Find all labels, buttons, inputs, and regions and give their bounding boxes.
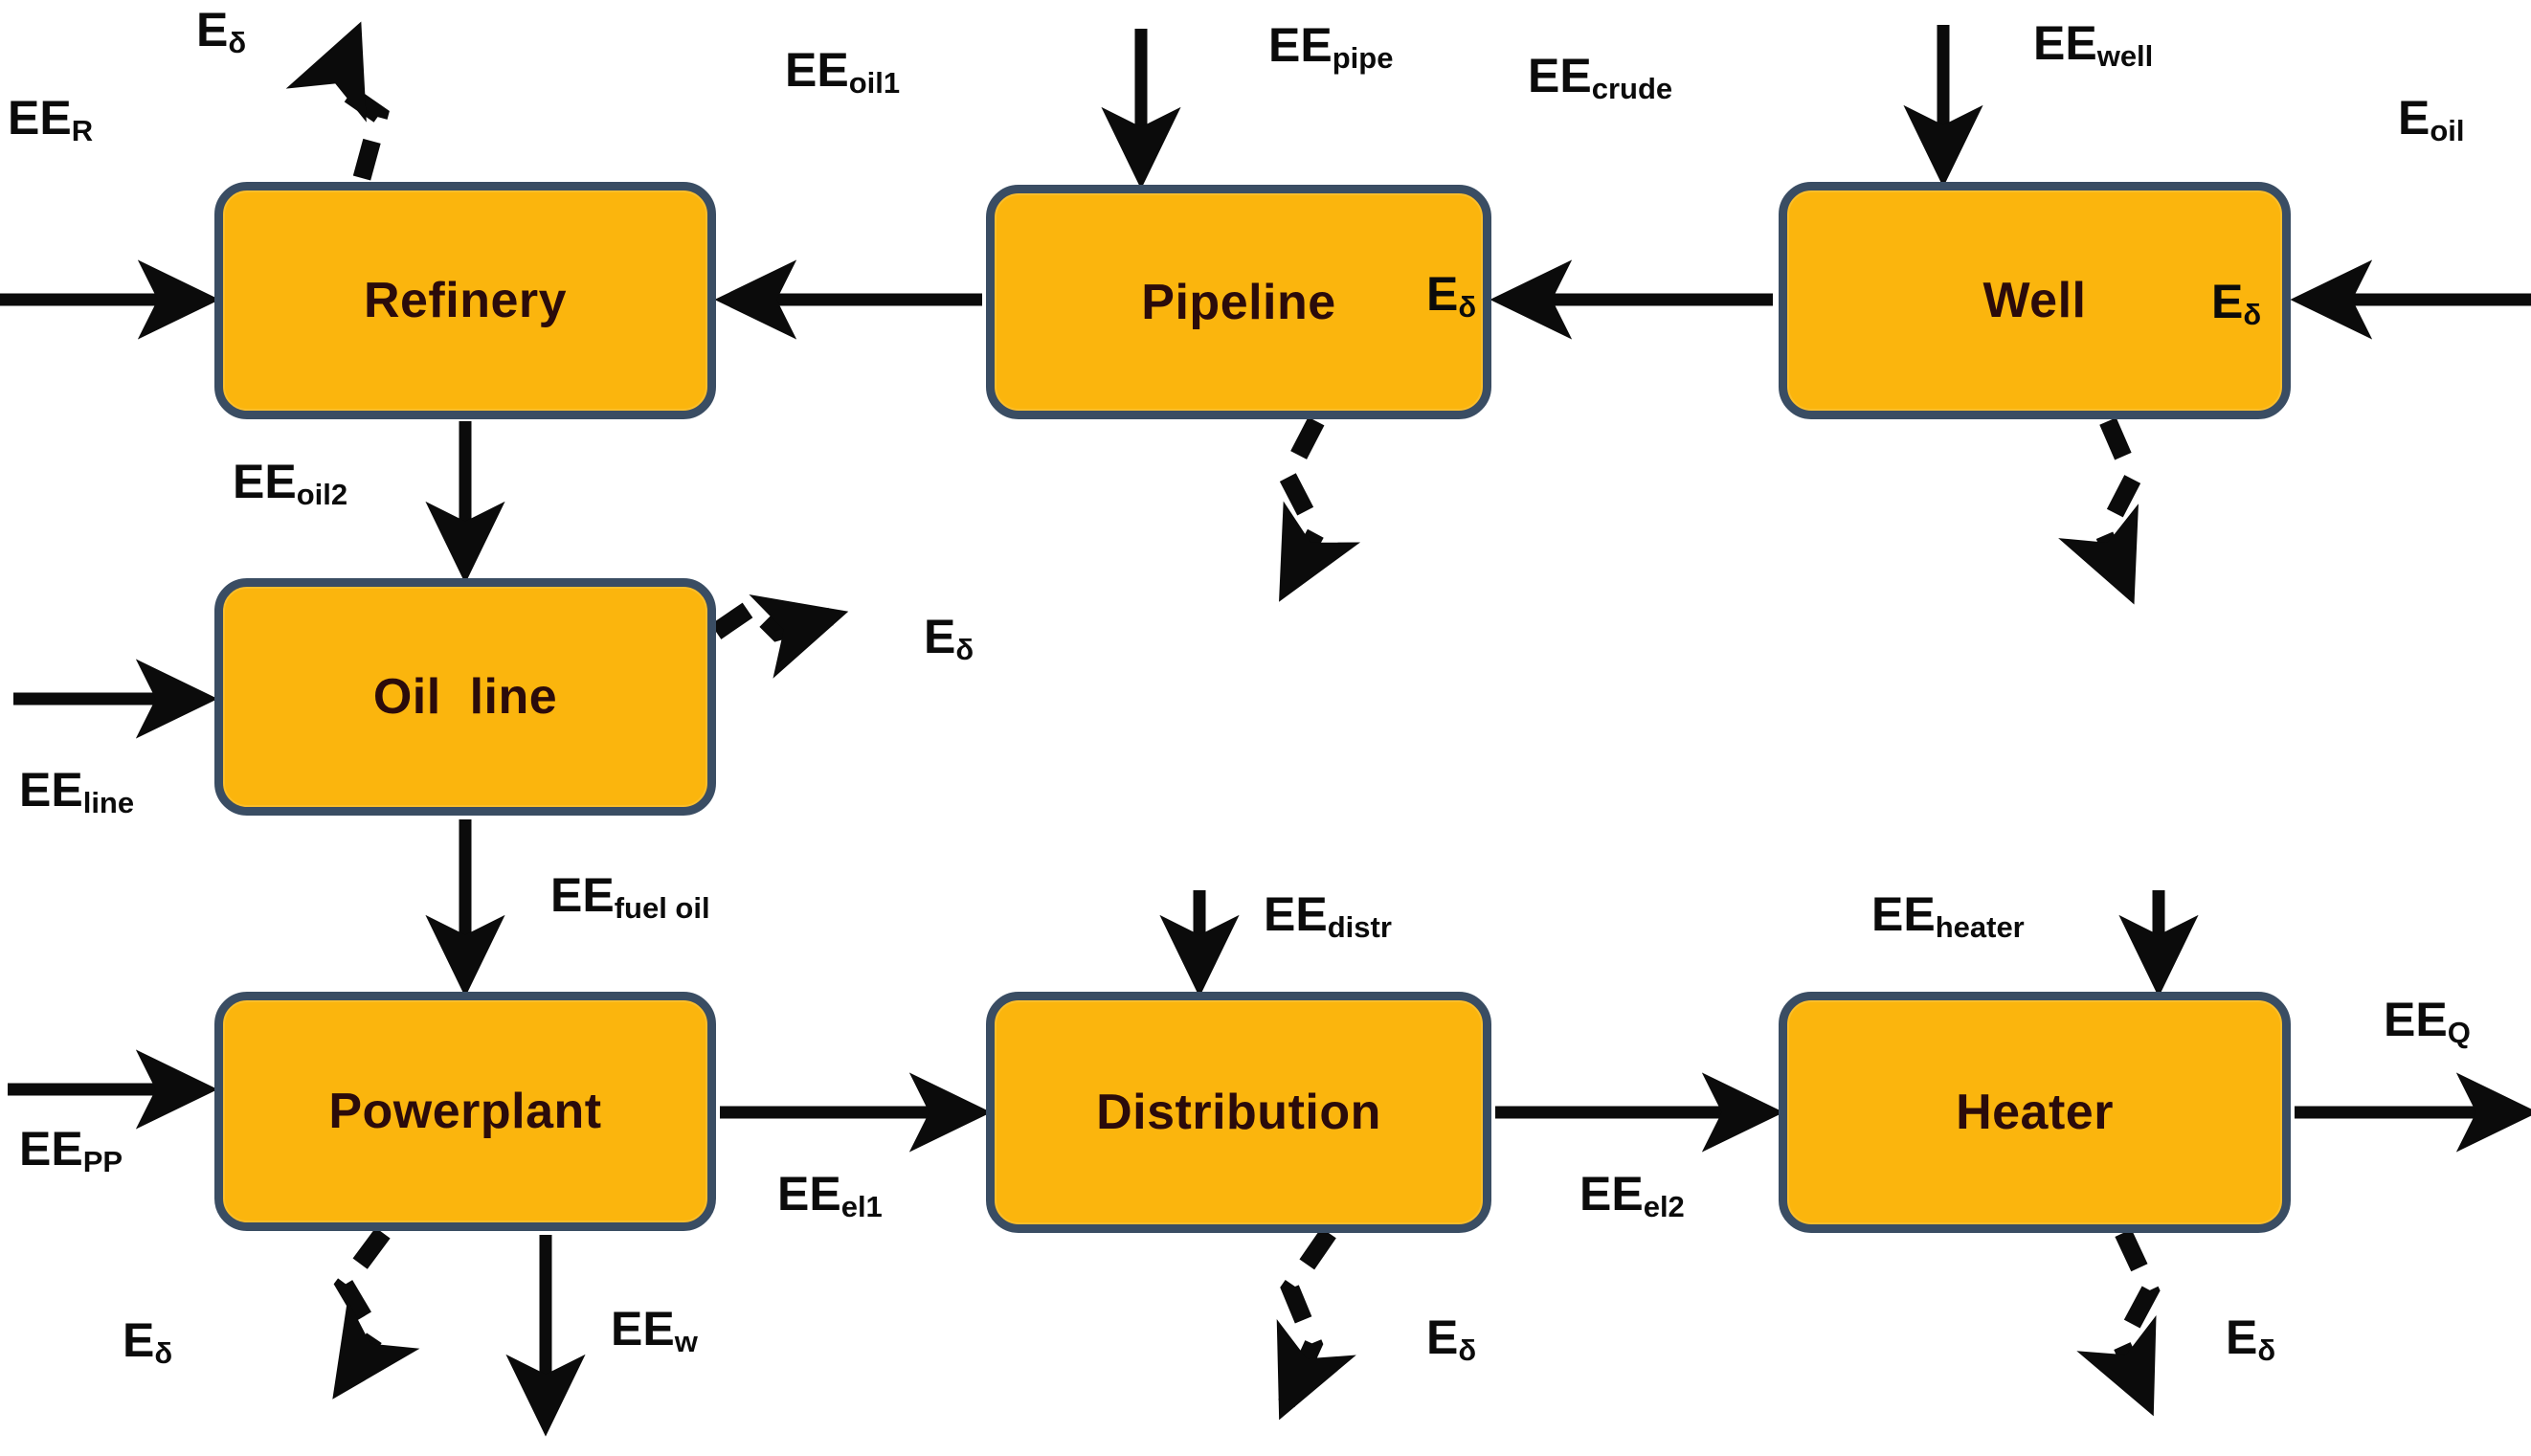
flow-label-e-oil: Eoil (2398, 91, 2465, 146)
flow-label-ee-distr-sub: distr (1327, 909, 1392, 944)
node-heater-label: Heater (1956, 1085, 2114, 1140)
flow-label-e-delta-oil-line-sub: δ (955, 632, 974, 666)
node-distribution-label: Distribution (1096, 1085, 1381, 1140)
node-powerplant[interactable]: Powerplant (214, 992, 716, 1231)
node-oil-line-label: Oil line (372, 669, 558, 725)
arrow-well-loss (2058, 417, 2143, 605)
flow-label-ee-el2-sub: el2 (1643, 1189, 1685, 1223)
node-well[interactable]: Well (1779, 182, 2291, 419)
arrow-heater-loss (2076, 1228, 2161, 1417)
flow-label-ee-el1-sub: el1 (840, 1189, 883, 1223)
arrow-refinery-loss (285, 21, 390, 181)
flow-label-e-delta-powerplant: Eδ (123, 1313, 172, 1368)
flow-label-e-delta-refinery-base: E (196, 3, 229, 56)
flow-label-e-delta-heater-sub: δ (2257, 1333, 2276, 1367)
flow-label-ee-w: EEw (611, 1302, 698, 1356)
flow-label-e-delta-refinery-sub: δ (228, 25, 247, 59)
flow-label-ee-fuel-oil-base: EE (550, 868, 615, 922)
flow-label-ee-line-base: EE (19, 763, 83, 817)
flow-label-ee-heater: EEheater (1871, 887, 2025, 942)
flow-label-ee-line-sub: line (82, 785, 135, 819)
flow-label-ee-oil2-sub: oil2 (296, 477, 348, 511)
flow-label-ee-q: EEQ (2384, 993, 2471, 1047)
flow-label-ee-r-base: EE (8, 91, 72, 145)
flow-label-e-delta-pipeline: Eδ (1426, 267, 1476, 322)
flow-label-ee-heater-base: EE (1871, 887, 1936, 941)
flow-label-ee-r: EER (8, 91, 93, 146)
flow-label-e-delta-oil-line: Eδ (924, 610, 974, 664)
flow-label-ee-pp-sub: PP (82, 1144, 123, 1178)
flow-label-e-delta-powerplant-base: E (123, 1313, 155, 1367)
arrow-oil-line-loss (710, 594, 849, 679)
flow-label-ee-well-sub: well (2096, 38, 2154, 73)
flow-label-ee-well: EEwell (2033, 16, 2153, 71)
flow-label-ee-pp: EEPP (19, 1122, 123, 1176)
flow-label-ee-pipe-base: EE (1268, 18, 1333, 72)
flow-label-e-oil-base: E (2398, 91, 2430, 145)
flow-label-e-delta-well-sub: δ (2243, 297, 2262, 331)
flow-label-e-delta-heater: Eδ (2226, 1310, 2275, 1365)
flow-label-ee-oil2-base: EE (233, 455, 297, 508)
flow-label-e-delta-pipeline-sub: δ (1458, 289, 1477, 324)
flow-label-ee-oil1-base: EE (785, 43, 849, 97)
node-refinery-label: Refinery (363, 273, 568, 328)
flow-label-ee-heater-sub: heater (1935, 909, 2025, 944)
node-heater[interactable]: Heater (1779, 992, 2291, 1233)
node-distribution[interactable]: Distribution (986, 992, 1491, 1233)
flow-label-ee-el2-base: EE (1579, 1167, 1644, 1221)
flow-label-ee-el1-base: EE (777, 1167, 841, 1221)
flow-label-ee-well-base: EE (2033, 16, 2097, 70)
flow-label-ee-line: EEline (19, 763, 134, 818)
flow-label-ee-distr: EEdistr (1264, 887, 1392, 942)
flow-label-e-delta-oil-line-base: E (924, 610, 956, 663)
flow-label-ee-fuel-oil-sub: fuel oil (614, 890, 710, 925)
flow-label-ee-w-sub: w (674, 1324, 698, 1358)
flow-label-ee-oil1: EEoil1 (785, 43, 900, 98)
arrow-pipeline-loss (1277, 416, 1361, 602)
node-oil-line[interactable]: Oil line (214, 578, 716, 816)
flow-label-e-oil-sub: oil (2430, 113, 2465, 147)
flow-label-e-delta-distribution-sub: δ (1458, 1333, 1477, 1367)
node-pipeline-label: Pipeline (1141, 274, 1336, 330)
node-powerplant-label: Powerplant (328, 1084, 602, 1139)
node-well-label: Well (1982, 273, 2087, 328)
flow-label-ee-r-sub: R (71, 113, 94, 147)
flow-label-ee-distr-base: EE (1264, 887, 1328, 941)
flow-label-ee-w-base: EE (611, 1302, 675, 1355)
flow-label-e-delta-well: Eδ (2211, 275, 2261, 329)
flow-label-ee-pp-base: EE (19, 1122, 83, 1176)
flow-label-ee-crude-base: EE (1528, 49, 1592, 102)
flow-label-ee-el2: EEel2 (1579, 1167, 1685, 1221)
solid-arrows (0, 25, 2531, 1437)
flow-label-ee-q-sub: Q (2447, 1015, 2471, 1049)
flow-label-ee-q-base: EE (2384, 993, 2448, 1046)
flow-label-ee-pipe: EEpipe (1268, 18, 1393, 73)
flow-label-e-delta-distribution-base: E (1426, 1310, 1459, 1364)
flow-label-ee-pipe-sub: pipe (1332, 40, 1394, 75)
flow-label-ee-crude: EEcrude (1528, 49, 1672, 103)
dashed-loss-arrows (285, 21, 2161, 1421)
flow-label-e-delta-well-base: E (2211, 275, 2244, 328)
node-refinery[interactable]: Refinery (214, 182, 716, 419)
flow-label-e-delta-heater-base: E (2226, 1310, 2258, 1364)
flow-label-ee-crude-sub: crude (1591, 71, 1673, 105)
node-pipeline[interactable]: Pipeline (986, 185, 1491, 419)
flow-label-e-delta-pipeline-base: E (1426, 267, 1459, 321)
arrow-powerplant-loss (332, 1227, 420, 1400)
flow-label-ee-el1: EEel1 (777, 1167, 883, 1221)
flow-label-e-delta-powerplant-sub: δ (154, 1335, 173, 1370)
flow-label-ee-fuel-oil: EEfuel oil (550, 868, 710, 923)
flow-label-ee-oil1-sub: oil1 (848, 65, 901, 100)
flow-label-e-delta-refinery: Eδ (196, 3, 246, 57)
flow-label-ee-oil2: EEoil2 (233, 455, 347, 509)
arrow-distribution-loss (1276, 1227, 1356, 1421)
flow-label-e-delta-distribution: Eδ (1426, 1310, 1476, 1365)
